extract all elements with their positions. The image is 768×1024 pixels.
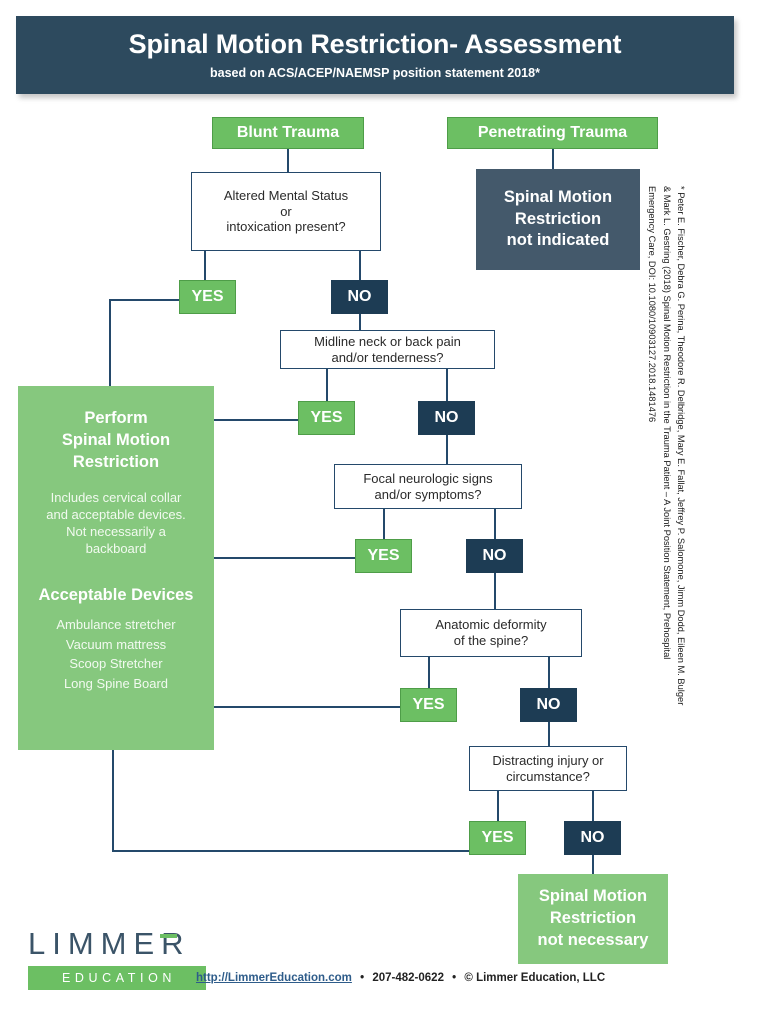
node-smr-not-necessary[interactable]: Spinal Motion Restriction not necessary	[518, 874, 668, 964]
connector-yes2-to-panel	[214, 419, 299, 422]
connector-q2-no	[446, 369, 449, 401]
node-yes-3-label: YES	[367, 547, 400, 565]
node-smr-not-necessary-label: Spinal Motion Restriction not necessary	[537, 887, 649, 949]
node-no-4-label: NO	[536, 696, 561, 714]
panel-perform-smr[interactable]: Perform Spinal Motion Restriction Includ…	[18, 386, 214, 750]
panel-devices-list: Ambulance stretcher Vacuum mattress Scoo…	[56, 616, 176, 692]
connector-no2-to-q3	[446, 434, 449, 464]
node-yes-1[interactable]: YES	[179, 280, 236, 314]
node-question-1-label: Altered Mental Status or intoxication pr…	[223, 187, 349, 235]
node-no-3[interactable]: NO	[466, 539, 523, 573]
connector-q2-yes	[326, 369, 329, 401]
node-no-5[interactable]: NO	[564, 821, 621, 855]
connector-no4-to-q5	[548, 722, 551, 746]
citation-text: * Peter E. Fischer, Debra G. Perina, The…	[647, 186, 686, 706]
footer-meta: http://LimmerEducation.com • 207-482-062…	[196, 972, 605, 984]
logo-education-text: EDUCATION	[28, 966, 206, 990]
connector-yes5-horizontal	[112, 850, 470, 853]
page-subtitle: based on ACS/ACEP/NAEMSP position statem…	[210, 66, 540, 81]
connector-q3-no	[494, 508, 497, 539]
footer-phone: 207-482-0622	[372, 972, 444, 984]
limmer-logo[interactable]: LIMMER EDUCATION	[28, 928, 208, 990]
node-yes-2[interactable]: YES	[298, 401, 355, 435]
connector-no3-to-q4	[494, 572, 497, 609]
connector-q4-yes	[428, 657, 431, 688]
page-header: Spinal Motion Restriction- Assessment ba…	[16, 16, 734, 94]
logo-accent-bar-icon	[160, 934, 177, 938]
connector-q4-no	[548, 657, 551, 688]
node-question-5-label: Distracting injury or circumstance?	[492, 752, 604, 784]
connector-no1-to-q2	[359, 314, 362, 330]
connector-yes1-horizontal	[109, 299, 179, 302]
footer-website-link[interactable]: http://LimmerEducation.com	[196, 972, 352, 984]
node-question-3-label: Focal neurologic signs and/or symptoms?	[363, 470, 493, 502]
panel-devices-title: Acceptable Devices	[38, 585, 194, 604]
node-yes-5-label: YES	[481, 829, 514, 847]
node-no-2-label: NO	[434, 409, 459, 427]
connector-q1-no	[359, 251, 362, 280]
node-yes-2-label: YES	[310, 409, 343, 427]
connector-q1-yes	[204, 251, 207, 280]
logo-limmer-text: LIMMER	[28, 926, 191, 961]
node-yes-1-label: YES	[191, 288, 224, 306]
node-yes-5[interactable]: YES	[469, 821, 526, 855]
node-yes-4[interactable]: YES	[400, 688, 457, 722]
footer-separator-1: •	[360, 972, 365, 984]
node-smr-not-indicated-label: Spinal Motion Restriction not indicated	[503, 187, 613, 250]
connector-yes3-to-panel	[214, 557, 356, 560]
panel-perform-note: Includes cervical collar and acceptable …	[46, 490, 186, 556]
footer-separator-2: •	[452, 972, 457, 984]
node-no-5-label: NO	[580, 829, 605, 847]
node-question-4-label: Anatomic deformity of the spine?	[435, 617, 547, 648]
node-yes-4-label: YES	[412, 696, 445, 714]
connector-yes1-vertical	[109, 299, 112, 389]
node-no-1[interactable]: NO	[331, 280, 388, 314]
panel-perform-title: Perform Spinal Motion Restriction	[61, 409, 171, 471]
connector-penetrating-to-result	[552, 148, 555, 170]
node-question-altered-mental-status[interactable]: Altered Mental Status or intoxication pr…	[191, 172, 381, 251]
node-no-3-label: NO	[482, 547, 507, 565]
connector-no5-to-result	[592, 850, 595, 874]
connector-q5-yes	[497, 791, 500, 821]
node-no-2[interactable]: NO	[418, 401, 475, 435]
node-question-2-label: Midline neck or back pain and/or tendern…	[314, 333, 461, 365]
connector-q5-no	[592, 791, 595, 821]
node-no-4[interactable]: NO	[520, 688, 577, 722]
node-no-1-label: NO	[347, 288, 372, 306]
node-penetrating-trauma-label: Penetrating Trauma	[477, 124, 628, 142]
footer-copyright: © Limmer Education, LLC	[464, 972, 606, 984]
node-yes-3[interactable]: YES	[355, 539, 412, 573]
node-blunt-trauma-label: Blunt Trauma	[236, 124, 340, 142]
node-penetrating-trauma[interactable]: Penetrating Trauma	[447, 117, 658, 149]
connector-yes4-to-panel	[214, 706, 401, 709]
node-question-focal-neurologic[interactable]: Focal neurologic signs and/or symptoms?	[334, 464, 522, 509]
page-title: Spinal Motion Restriction- Assessment	[128, 28, 622, 59]
node-question-distracting-injury[interactable]: Distracting injury or circumstance?	[469, 746, 627, 791]
node-smr-not-indicated[interactable]: Spinal Motion Restriction not indicated	[476, 169, 640, 270]
connector-blunt-to-q1	[287, 148, 290, 172]
connector-yes5-vertical	[112, 750, 115, 852]
connector-q3-yes	[383, 508, 386, 539]
node-blunt-trauma[interactable]: Blunt Trauma	[212, 117, 364, 149]
node-question-anatomic-deformity[interactable]: Anatomic deformity of the spine?	[400, 609, 582, 657]
node-question-midline-pain[interactable]: Midline neck or back pain and/or tendern…	[280, 330, 495, 369]
